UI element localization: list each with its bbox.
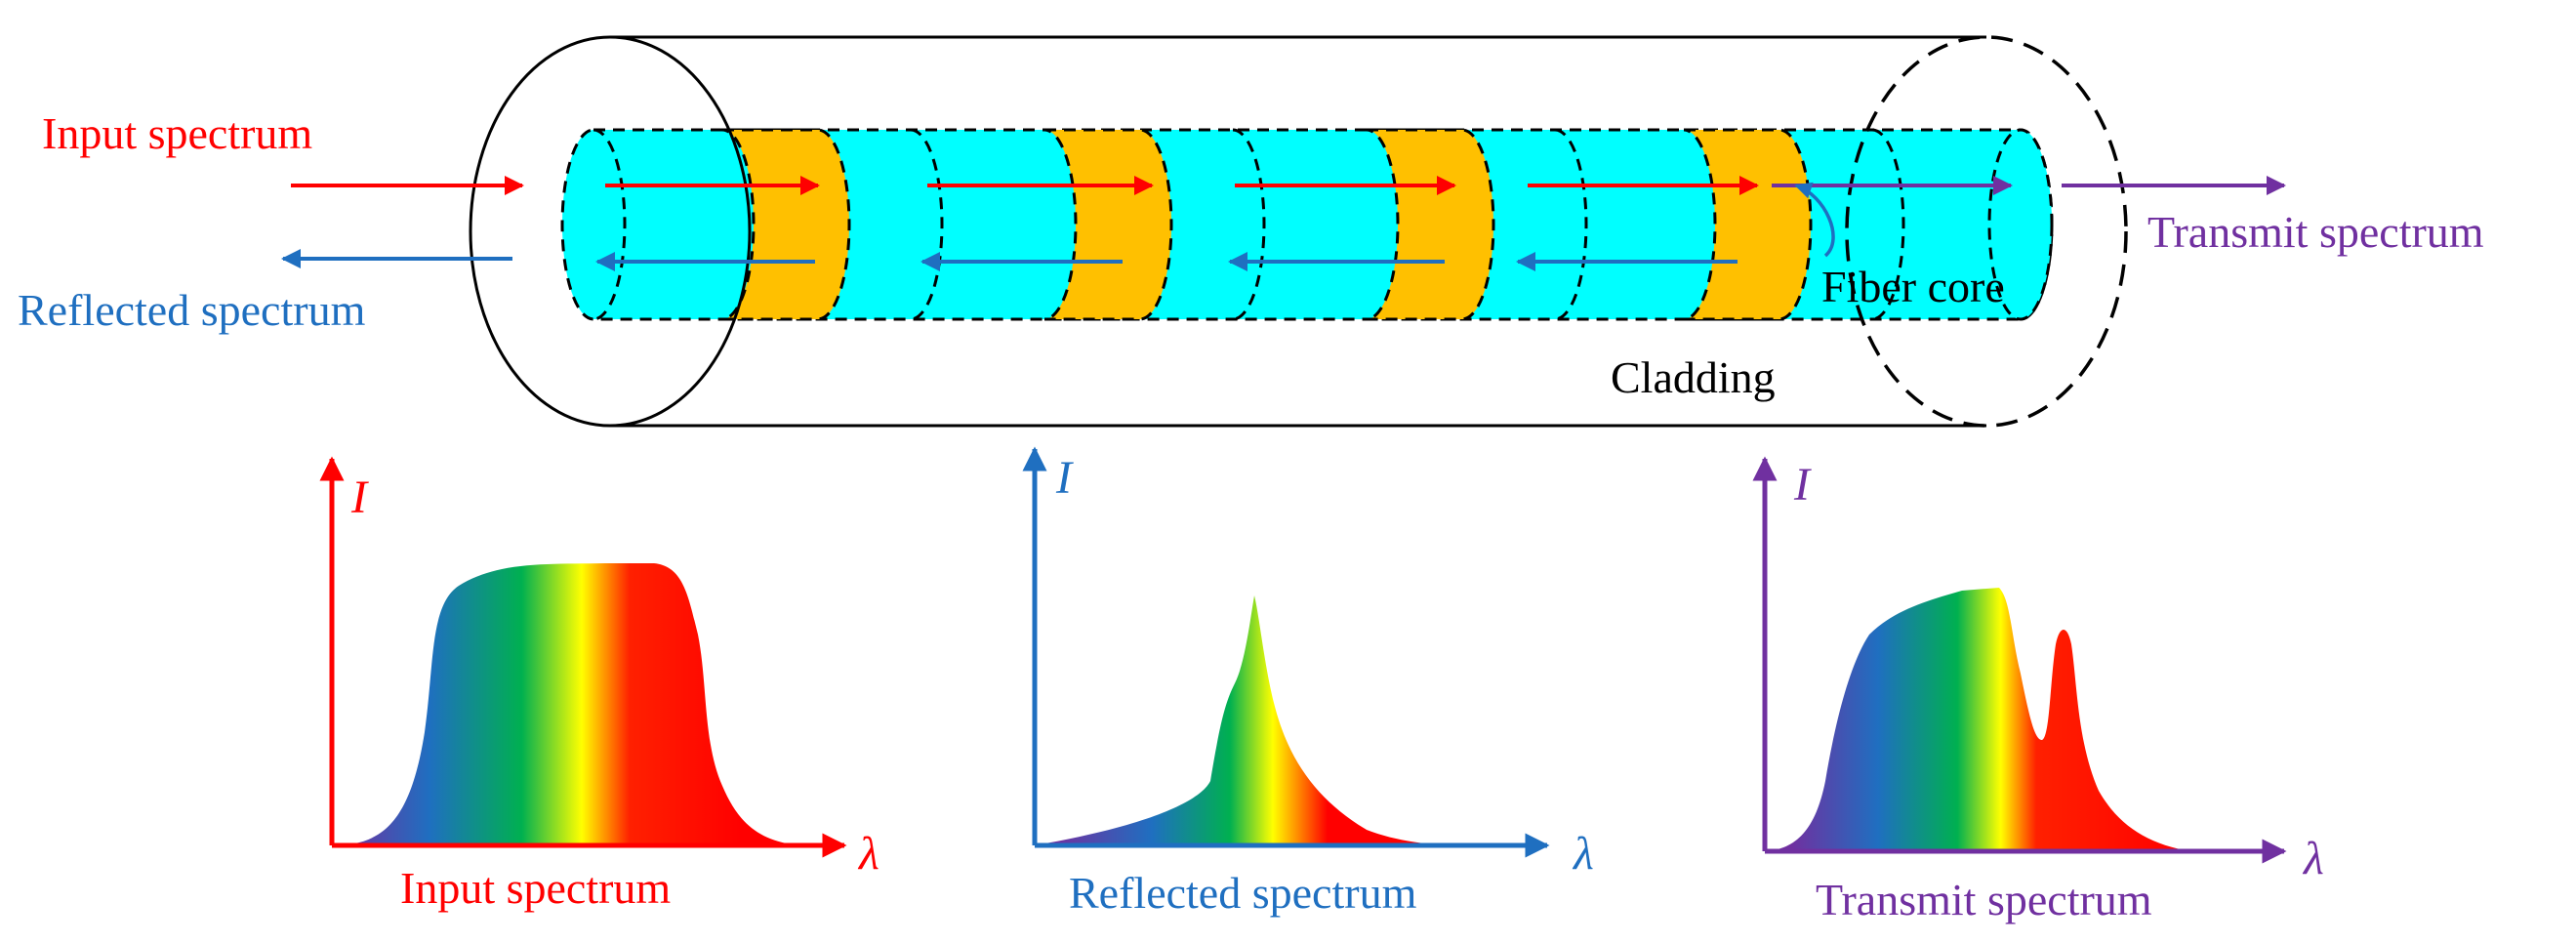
cladding-right-end: [1845, 35, 2128, 428]
transmit-spectrum-plot: I λ Transmit spectrum: [1752, 456, 2324, 924]
reflected-y-label: I: [1055, 452, 1074, 504]
core-section-arc: [1871, 128, 1905, 321]
input-spectrum-label: Input spectrum: [42, 108, 312, 158]
reflected-spectrum-label: Reflected spectrum: [18, 285, 366, 335]
core-section-arc: [1554, 128, 1588, 321]
fiber-core: [560, 128, 2054, 321]
input-x-label: λ: [857, 828, 879, 880]
fiber-core-label: Fiber core: [1821, 262, 2005, 311]
transmit-x-label: λ: [2302, 833, 2324, 884]
cladding-label: Cladding: [1611, 352, 1776, 402]
reflected-x-label: λ: [1572, 828, 1594, 880]
input-y-label: I: [350, 472, 369, 523]
transmit-caption: Transmit spectrum: [1816, 875, 2152, 924]
reflected-spectrum-curve: [1035, 595, 1454, 845]
grating-band: [1366, 128, 1495, 321]
transmit-spectrum-curve: [1765, 588, 2191, 851]
cladding-outline: [610, 35, 1986, 428]
transmit-y-label: I: [1793, 459, 1812, 511]
core-left-inner-arc: [593, 128, 627, 321]
input-spectrum-plot: I λ Input spectrum: [319, 456, 879, 913]
core-section-arc: [1232, 128, 1266, 321]
fiber-core-pointer: [1794, 182, 1835, 258]
fiber-cylinder: [469, 35, 2128, 428]
transmit-spectrum-label: Transmit spectrum: [2147, 207, 2484, 257]
reflected-caption: Reflected spectrum: [1069, 868, 1417, 918]
reflected-spectrum-plot: I λ Reflected spectrum: [1022, 446, 1594, 918]
cladding-left-end: [469, 35, 752, 428]
inner-arrows: [595, 176, 2013, 271]
input-caption: Input spectrum: [400, 863, 671, 913]
grating-band: [1683, 128, 1813, 321]
core-section-arc: [910, 128, 944, 321]
input-spectrum-curve: [332, 563, 800, 845]
